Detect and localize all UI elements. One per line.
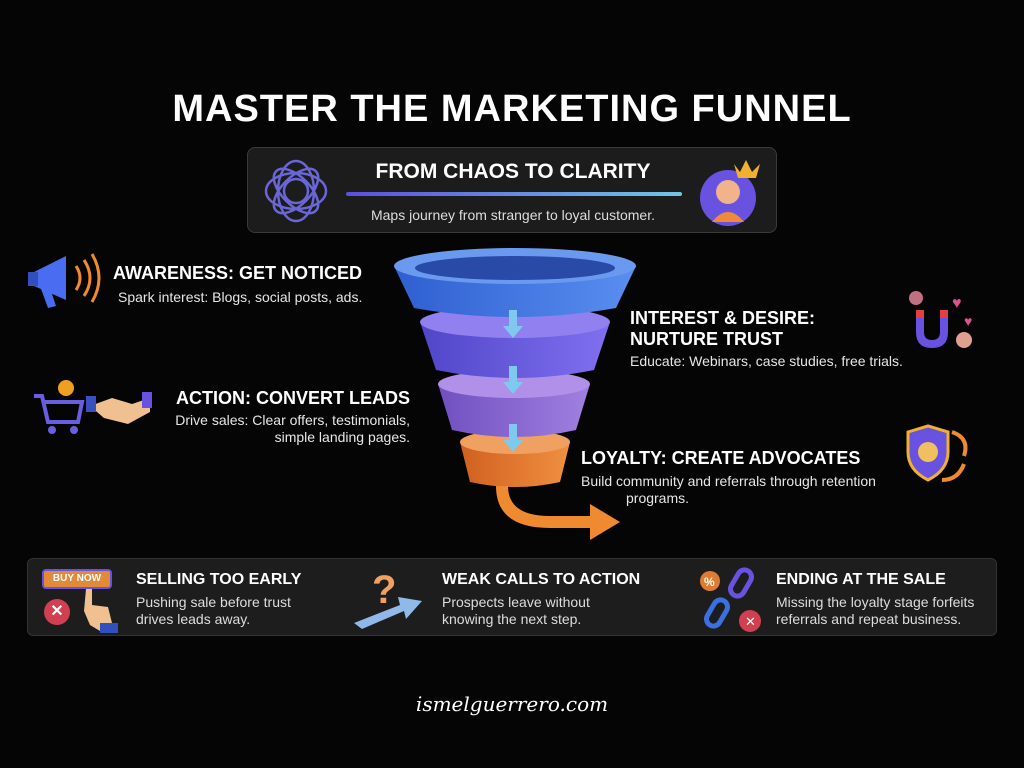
- action-description-line1: Drive sales: Clear offers, testimonials,: [175, 412, 410, 428]
- interest-description: Educate: Webinars, case studies, free tr…: [630, 353, 903, 369]
- pitfalls-bar: BUY NOW ✕ SELLING TOO EARLY Pushing sale…: [27, 558, 997, 636]
- cart-handshake-icon: [34, 380, 152, 434]
- crowned-customer-avatar-icon: [700, 160, 760, 226]
- pitfall-line1: Pushing sale before trust: [136, 594, 291, 610]
- hero-heading: FROM CHAOS TO CLARITY: [375, 160, 651, 183]
- pitfall-heading: WEAK CALLS TO ACTION: [442, 571, 641, 588]
- interest-heading-line1: INTEREST & DESIRE:: [630, 308, 816, 328]
- loyalty-heading: LOYALTY: CREATE ADVOCATES: [581, 448, 861, 468]
- question-arrow-icon: ?: [354, 568, 422, 629]
- x-mark-icon: ✕: [44, 599, 70, 625]
- svg-text:♥: ♥: [952, 295, 962, 312]
- buy-now-badge: BUY NOW: [42, 569, 112, 589]
- footer-website: ismelguerrero.com: [415, 692, 609, 716]
- awareness-description: Spark interest: Blogs, social posts, ads…: [118, 289, 363, 305]
- tangled-yarn-icon: [264, 159, 328, 223]
- megaphone-icon: [28, 253, 101, 308]
- svg-text:✕: ✕: [745, 614, 756, 629]
- pitfall-heading: ENDING AT THE SALE: [776, 571, 946, 588]
- awareness-heading: AWARENESS: GET NOTICED: [113, 263, 363, 283]
- svg-text:%: %: [704, 575, 715, 589]
- pitfall-line1: Missing the loyalty stage forfeits: [776, 594, 975, 610]
- funnel-output-arrow: [496, 486, 620, 540]
- hero-description: Maps journey from stranger to loyal cust…: [370, 207, 655, 223]
- marketing-funnel: [394, 248, 636, 540]
- hero-banner: FROM CHAOS TO CLARITY Maps journey from …: [247, 147, 777, 233]
- hero-divider: [346, 192, 682, 196]
- magnet-hearts-icon: ♥♥: [909, 291, 972, 348]
- broken-chain-icon: % ✕: [700, 567, 761, 632]
- pointing-hand-icon: [84, 589, 118, 633]
- interest-heading-line2: NURTURE TRUST: [630, 329, 783, 349]
- shield-loyalty-icon: [906, 424, 968, 482]
- loyalty-description-line2: programs.: [626, 490, 690, 506]
- loyalty-description-line1: Build community and referrals through re…: [581, 473, 876, 489]
- svg-text:?: ?: [372, 568, 396, 612]
- pitfall-line2: knowing the next step.: [442, 611, 582, 627]
- pitfall-line2: referrals and repeat business.: [776, 611, 962, 627]
- funnel-flow-arrows: [503, 310, 523, 452]
- pitfall-line2: drives leads away.: [136, 611, 251, 627]
- funnel-tier-awareness: [394, 248, 636, 317]
- pitfall-heading: SELLING TOO EARLY: [136, 571, 302, 588]
- page-title: MASTER THE MARKETING FUNNEL: [172, 88, 852, 130]
- svg-text:♥: ♥: [964, 313, 972, 329]
- action-heading: ACTION: CONVERT LEADS: [176, 388, 410, 408]
- pitfall-line1: Prospects leave without: [442, 594, 590, 610]
- action-description-line2: simple landing pages.: [274, 429, 410, 445]
